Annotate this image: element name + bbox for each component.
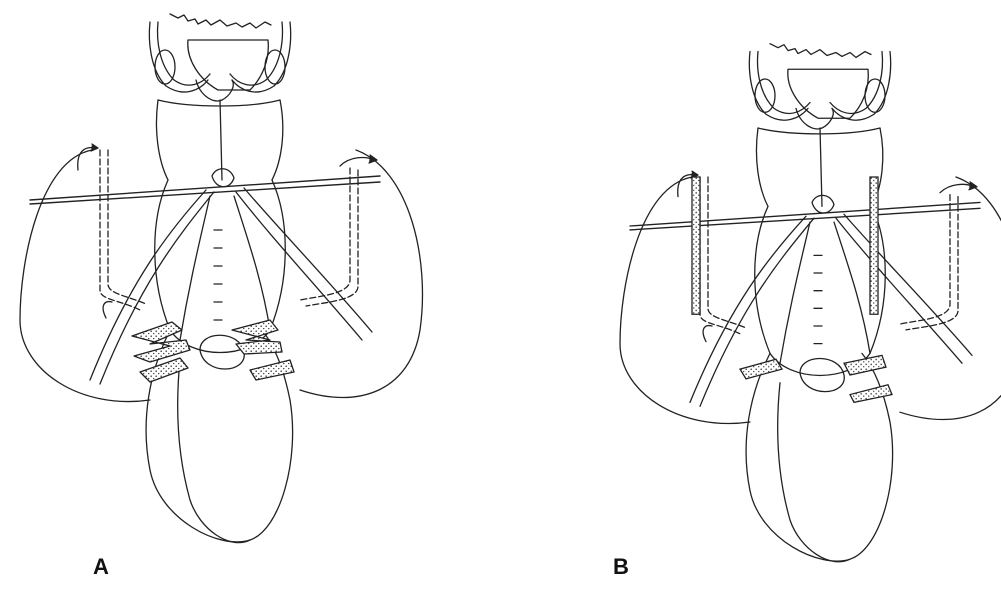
- panel-label-b: B: [613, 556, 629, 578]
- panel-label-a: A: [93, 556, 109, 578]
- panel-b-drawing: [620, 44, 1001, 562]
- panel-a-drawing: [20, 14, 422, 543]
